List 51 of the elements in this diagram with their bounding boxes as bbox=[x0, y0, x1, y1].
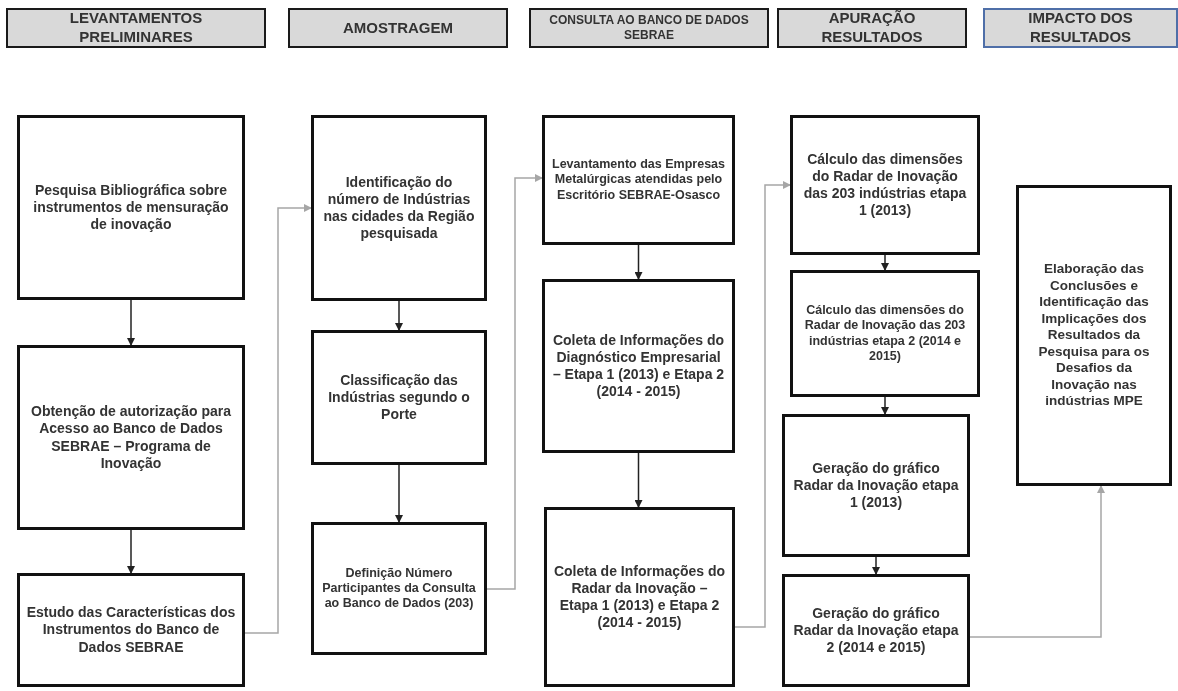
process-box bbox=[782, 574, 970, 687]
process-box bbox=[17, 345, 245, 530]
box-text: Classificação das Indústrias segundo o Porte bbox=[327, 371, 471, 424]
box-text: APURAÇÃO RESULTADOS bbox=[820, 9, 924, 47]
arrow bbox=[881, 254, 889, 271]
box-text: Pesquisa Bibliográfica sobre instrumentos de mensuração de inovação bbox=[32, 181, 230, 234]
box-text: Obtenção de autorização para Acesso ao Banco de Dados SEBRAE – Programa de Inovação bbox=[30, 403, 232, 472]
arrow bbox=[634, 244, 643, 280]
process-box bbox=[311, 522, 487, 655]
arrow bbox=[634, 452, 643, 508]
phase-header bbox=[6, 8, 266, 48]
box-text: Cálculo das dimensões do Radar de Inovação das 203 indústrias etapa 2 (2014 e 2015) bbox=[803, 303, 967, 364]
process-box bbox=[790, 270, 980, 397]
process-box bbox=[782, 414, 970, 557]
arrow bbox=[486, 174, 543, 590]
process-box bbox=[542, 115, 735, 245]
box-text: Coleta de Informações do Radar da Inovação – Etapa 1 (2013) e Etapa 2 (2014 - 2015) bbox=[553, 562, 726, 632]
arrow bbox=[734, 181, 791, 628]
process-box bbox=[17, 115, 245, 300]
process-box bbox=[790, 115, 980, 255]
arrow bbox=[872, 556, 880, 575]
process-box bbox=[17, 573, 245, 687]
arrow bbox=[881, 396, 889, 415]
process-box bbox=[1016, 185, 1172, 486]
box-text: Definição Número Participantes da Consulta ao Banco de Dados (203) bbox=[321, 565, 477, 612]
box-text: Geração do gráfico Radar da Inovação etapa 2 (2014 e 2015) bbox=[792, 604, 960, 657]
box-text: Coleta de Informações do Diagnóstico Empresarial – Etapa 1 (2013) e Etapa 2 (2014 - 2015) bbox=[551, 331, 726, 401]
arrow bbox=[127, 299, 135, 346]
arrow bbox=[244, 204, 312, 634]
box-text: AMOSTRAGEM bbox=[343, 18, 453, 38]
box-text: Estudo das Características dos Instrumentos do Banco de Dados SEBRAE bbox=[26, 604, 236, 656]
phase-header bbox=[777, 8, 967, 48]
process-box bbox=[544, 507, 735, 687]
arrow bbox=[969, 485, 1105, 638]
box-text: CONSULTA AO BANCO DE DADOS SEBRAE bbox=[548, 13, 750, 43]
box-text: Cálculo das dimensões do Radar de Inovação das 203 indústrias etapa 1 (2013) bbox=[802, 150, 968, 220]
phase-header bbox=[529, 8, 769, 48]
phase-header bbox=[983, 8, 1178, 48]
process-box bbox=[311, 115, 487, 301]
arrow bbox=[395, 464, 403, 523]
box-text: IMPACTO DOS RESULTADOS bbox=[1027, 9, 1134, 47]
box-text: Identificação do número de Indústrias nas cidades da Região pesquisada bbox=[322, 173, 476, 243]
arrow bbox=[127, 529, 135, 574]
box-text: LEVANTAMENTOS PRELIMINARES bbox=[68, 9, 204, 47]
box-text: Elaboração das Conclusões e Identificação das Implicações dos Resultados da Pesquisa para os Desafios da Inovação nas indústrias MPE bbox=[1037, 261, 1151, 410]
box-text: Levantamento das Empresas Metalúrgicas atendidas pelo Escritório SEBRAE-Osasco bbox=[551, 157, 726, 203]
arrow bbox=[395, 300, 403, 331]
box-text: Geração do gráfico Radar da Inovação etapa 1 (2013) bbox=[792, 459, 960, 512]
process-box bbox=[311, 330, 487, 465]
phase-header bbox=[288, 8, 508, 48]
process-box bbox=[542, 279, 735, 453]
